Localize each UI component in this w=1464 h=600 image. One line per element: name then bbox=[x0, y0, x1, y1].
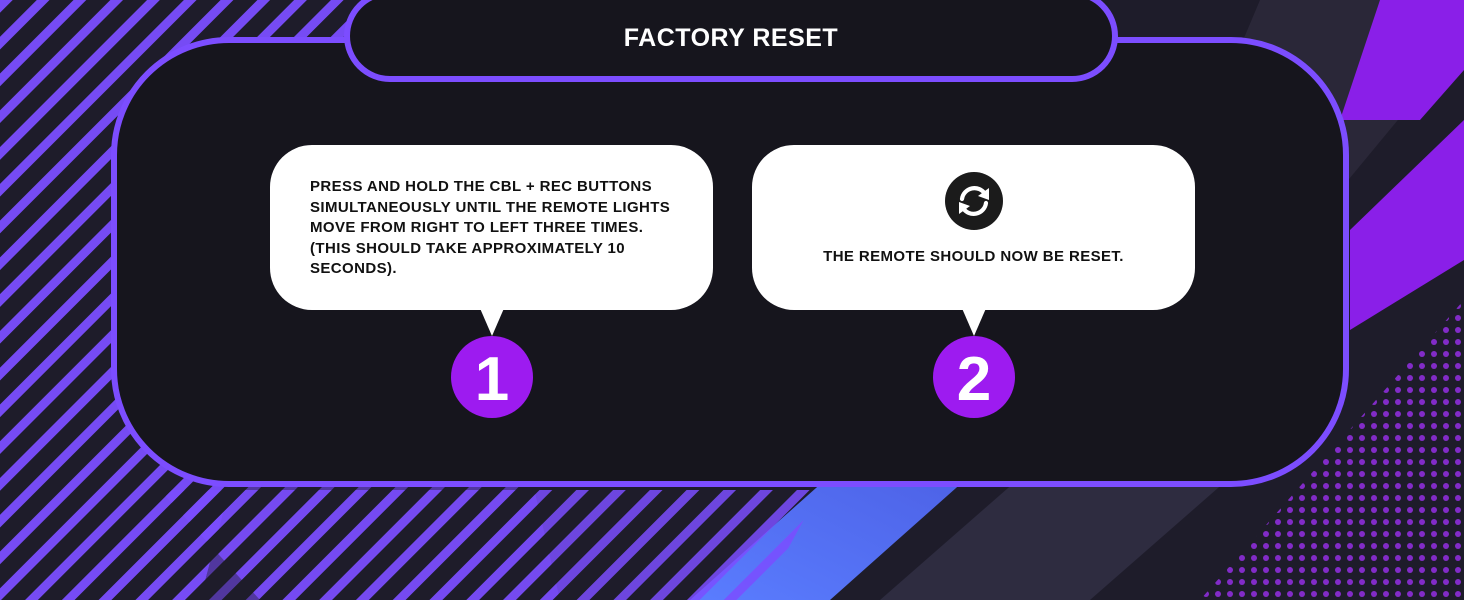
step-1-bubble: PRESS AND HOLD THE CBL + REC BUTTONS SIM… bbox=[270, 145, 713, 310]
step-1-number: 1 bbox=[474, 345, 510, 414]
page-title: FACTORY RESET bbox=[623, 23, 839, 52]
step-2-bubble-tail bbox=[961, 306, 987, 336]
step-1-text: PRESS AND HOLD THE CBL + REC BUTTONS SIM… bbox=[310, 178, 671, 277]
step-2-text: THE REMOTE SHOULD NOW BE RESET. bbox=[823, 248, 1124, 265]
step-2-bubble: THE REMOTE SHOULD NOW BE RESET. bbox=[752, 145, 1195, 310]
step-1-bubble-tail bbox=[479, 306, 505, 336]
step-2-badge: 2 bbox=[933, 336, 1015, 418]
step-2-number: 2 bbox=[956, 345, 992, 414]
reset-icon bbox=[944, 172, 1003, 230]
step-1-badge: 1 bbox=[451, 336, 533, 418]
title-pill: FACTORY RESET bbox=[344, 0, 1118, 82]
